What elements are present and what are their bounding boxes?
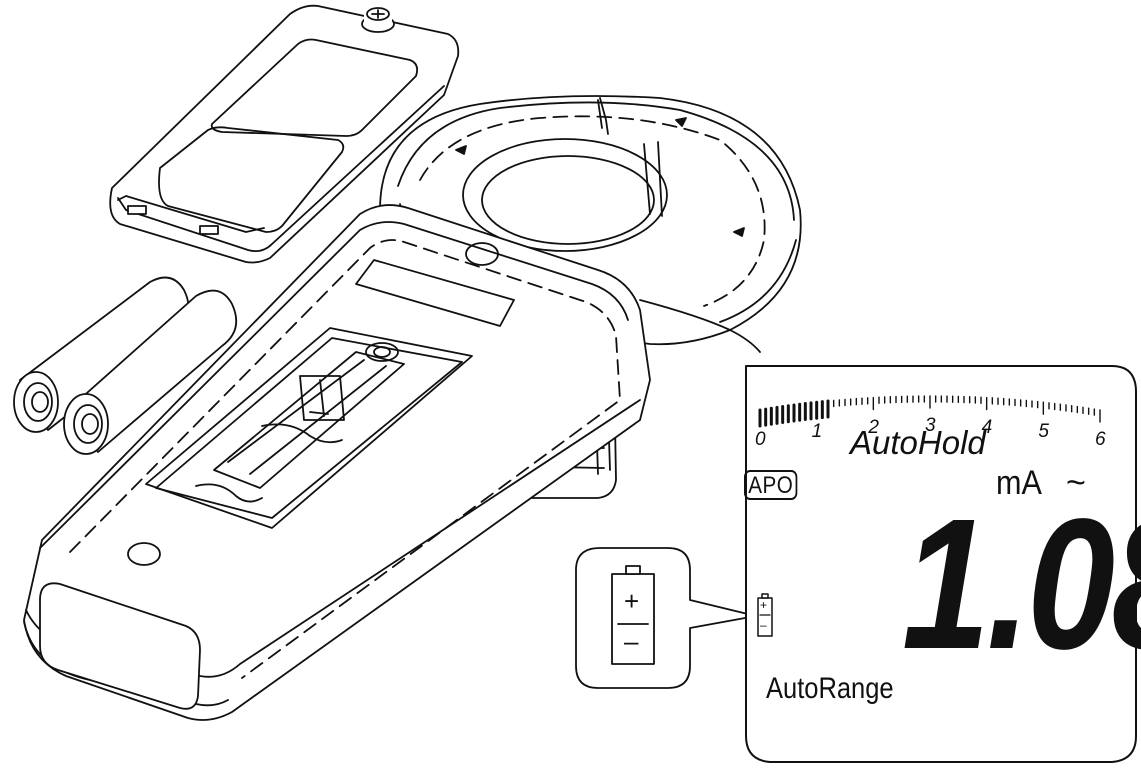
battery-callout xyxy=(575,547,757,689)
measurement-reading: 1.08 xyxy=(902,481,1141,688)
battery-cover xyxy=(109,4,460,264)
battery-compartment xyxy=(145,327,473,529)
autorange-indicator: AutoRange xyxy=(766,672,894,705)
scale-label: 1 xyxy=(811,421,823,443)
callout-minus-symbol: – xyxy=(624,626,639,656)
scale-label: 5 xyxy=(1038,421,1049,443)
apo-indicator: APO xyxy=(744,470,798,500)
clamp-jaw xyxy=(379,95,802,353)
scale-label: 4 xyxy=(981,416,993,438)
autohold-indicator: AutoHold xyxy=(850,424,986,461)
callout-plus-symbol: + xyxy=(624,586,640,616)
ac-symbol: ~ xyxy=(1066,464,1086,502)
aa-batteries xyxy=(13,276,238,455)
lcd-panel xyxy=(745,365,1137,763)
scale-label: 3 xyxy=(925,415,936,436)
lcd-battery-minus: – xyxy=(760,618,767,632)
analog-bargraph xyxy=(758,395,1101,428)
scale-label: 2 xyxy=(868,416,879,438)
lcd-battery-plus: + xyxy=(760,598,768,612)
scale-label: 0 xyxy=(755,429,766,450)
scale-label: 6 xyxy=(1095,429,1106,450)
unit-indicator: mA xyxy=(996,464,1042,502)
